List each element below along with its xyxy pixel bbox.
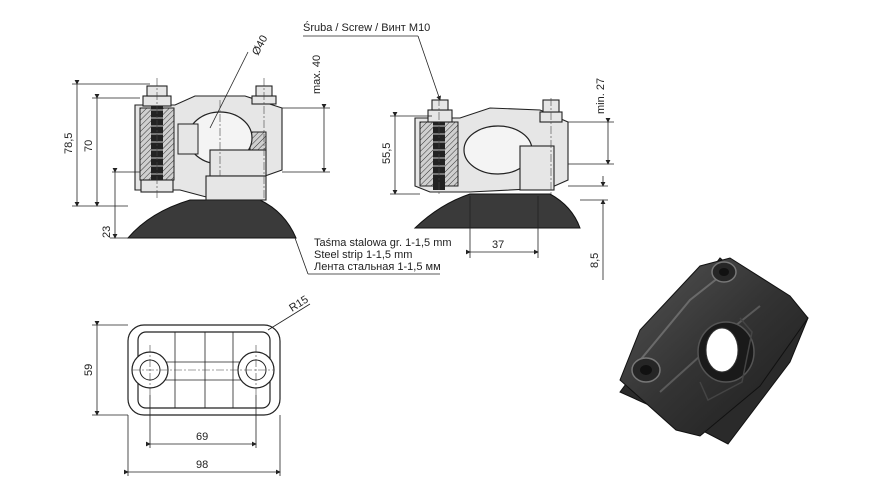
strip-ru-label: Лента стальная 1-1,5 мм — [314, 261, 441, 273]
front-suction-cup — [126, 199, 297, 239]
strip-pl-label: Taśma stalowa gr. 1-1,5 mm — [314, 237, 452, 249]
h85-label: 8,5 — [589, 253, 601, 268]
r15-leader — [267, 303, 311, 331]
h23-label: 23 — [101, 226, 113, 238]
w69-label: 69 — [196, 431, 208, 443]
front-left-bolt — [151, 104, 163, 190]
h59-label: 59 — [83, 364, 95, 376]
side-suction-cup — [413, 193, 581, 229]
d40-leader — [209, 51, 249, 129]
d40-label: Ø40 — [250, 33, 270, 57]
screw-leader — [417, 35, 441, 101]
h555-label: 55,5 — [381, 143, 393, 164]
top-outline-outer — [127, 324, 281, 416]
min27-label: min. 27 — [595, 78, 607, 114]
render-pipe-opening — [705, 327, 739, 373]
w37-label: 37 — [492, 239, 504, 251]
h70-label: 70 — [83, 140, 95, 152]
strip-leader — [294, 237, 309, 275]
product-render — [619, 257, 809, 445]
front-view: Ø40 max. 40 78,5 70 23 — [63, 33, 330, 239]
side-view: Śruba / Screw / Винт M10 55,5 min. 27 8,… — [294, 21, 614, 280]
strip-en-label: Steel strip 1-1,5 mm — [314, 249, 412, 261]
max40-label: max. 40 — [311, 55, 323, 94]
h785-label: 78,5 — [63, 133, 75, 154]
top-view: R15 59 69 98 — [83, 294, 311, 476]
r15-label: R15 — [287, 294, 310, 315]
screw-label: Śruba / Screw / Винт M10 — [303, 21, 430, 34]
w98-label: 98 — [196, 459, 208, 471]
